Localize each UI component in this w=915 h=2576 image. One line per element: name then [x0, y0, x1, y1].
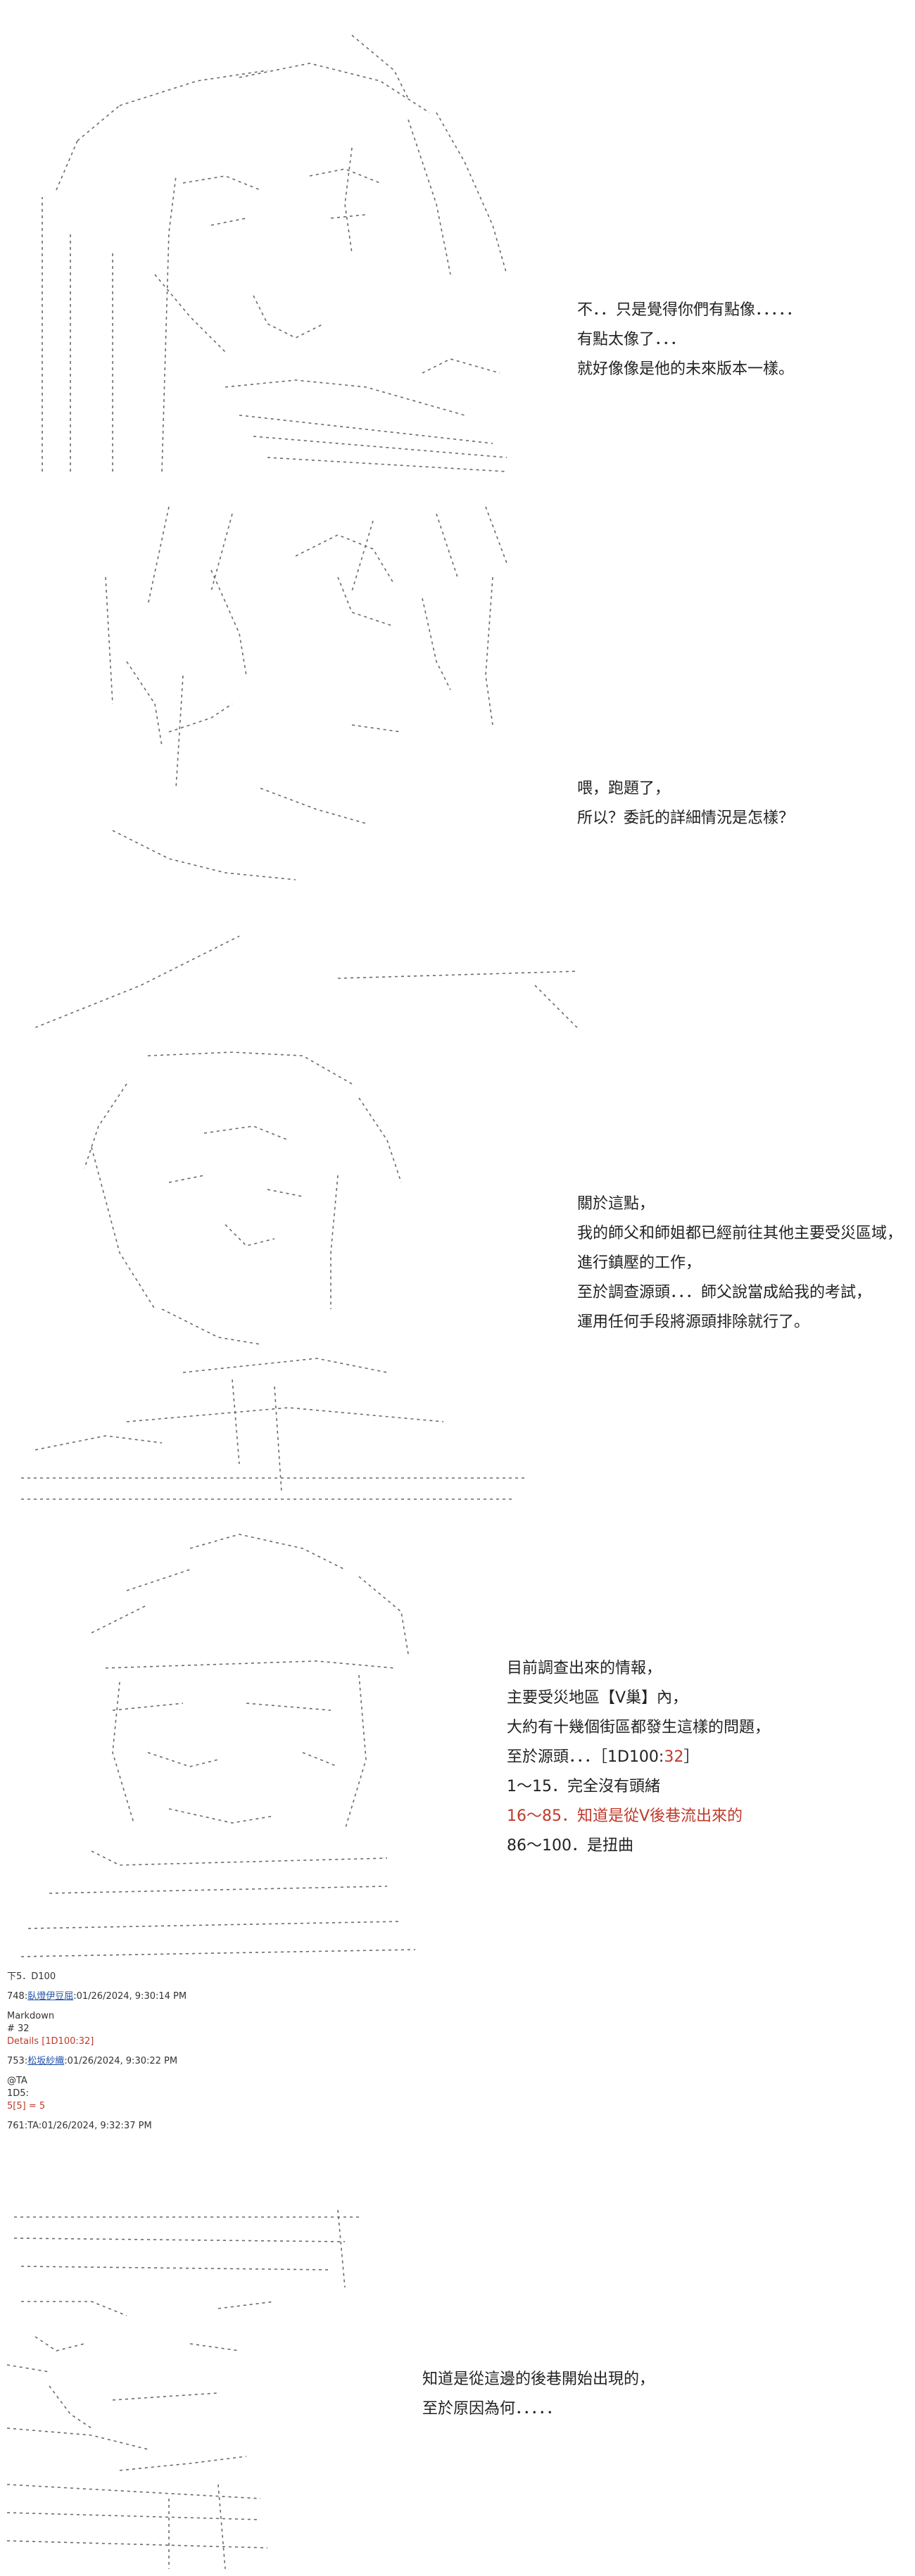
- post-header: 761:TA:01/26/2024, 9:32:37 PM: [7, 2121, 152, 2131]
- dialogue-line: 所以？委託的詳細情況是怎樣？: [577, 809, 795, 827]
- panel-1: 不．．只是覺得你們有點像．．．．． 有點太像了．．． 就好像像是他的未來版本一樣…: [0, 0, 915, 479]
- dialogue-line: 目前調查出來的情報，: [507, 1660, 662, 1677]
- dice-roll-value: 32: [664, 1748, 684, 1766]
- thread-posts: 下5．D100 748:臥燈伊豆屈:01/26/2024, 9:30:14 PM…: [7, 1971, 429, 2133]
- dice-option-3: 86～100．是扭曲: [507, 1837, 633, 1855]
- post-header: 748:臥燈伊豆屈:01/26/2024, 9:30:14 PM: [7, 1990, 429, 2003]
- dice-call-line: 下5．D100: [7, 1971, 56, 1982]
- dialogue-line: 至於調查源頭．．．師父說當成給我的考試，: [577, 1284, 872, 1301]
- panel-5: 知道是從這邊的後巷開始出現的， 至於原因為何．．．．．: [0, 2203, 915, 2576]
- dice-source-line: 至於源頭．．．［1D100:32］: [507, 1743, 770, 1772]
- dice-option-2-result: 16～85．知道是從V後巷流出來的: [507, 1807, 743, 1825]
- dialogue-box-3: 關於這點， 我的師父和師姐都已經前往其他主要受災區域， 進行鎮壓的工作， 至於調…: [577, 1189, 902, 1337]
- post-body-line: 1D5:: [7, 2088, 29, 2099]
- post-body-line: # 32: [7, 2023, 30, 2034]
- dialogue-line: 就好像像是他的未來版本一樣。: [577, 360, 795, 378]
- dialogue-line: 主要受災地區【V巢】內，: [507, 1689, 688, 1707]
- post-number: 748:: [7, 1991, 28, 2002]
- dialogue-line: 我的師父和師姐都已經前往其他主要受災區域，: [577, 1225, 903, 1242]
- ascii-art-character-3: [21, 1042, 528, 1520]
- panel-4: 目前調查出來的情報， 主要受災地區【V巢】內， 大約有十幾個街區都發生這樣的問題…: [0, 1527, 915, 1964]
- post-date: :01/26/2024, 9:30:14 PM: [73, 1991, 187, 2002]
- post-author-link[interactable]: 臥燈伊豆屈: [27, 1991, 74, 2002]
- dialogue-line: 喂，跑題了，: [577, 780, 671, 797]
- post-date: :01/26/2024, 9:30:22 PM: [64, 2056, 178, 2066]
- dialogue-line: 至於原因為何．．．．．: [422, 2400, 562, 2418]
- post-author-link[interactable]: 松坂紗織: [27, 2056, 65, 2066]
- dialogue-line: 運用任何手段將源頭排除就行了。: [577, 1313, 810, 1331]
- ascii-art-character-4: [7, 1527, 429, 1964]
- dialogue-line: 不．．只是覺得你們有點像．．．．．: [577, 301, 802, 319]
- ascii-art-character-1: [14, 21, 528, 479]
- dice-source-suffix: ］: [683, 1748, 700, 1766]
- dialogue-box-5: 知道是從這邊的後巷開始出現的， 至於原因為何．．．．．: [422, 2365, 655, 2424]
- panel-3: 關於這點， 我的師父和師姐都已經前往其他主要受災區域， 進行鎮壓的工作， 至於調…: [0, 1042, 915, 1520]
- dialogue-line: 知道是從這邊的後巷開始出現的，: [422, 2370, 655, 2388]
- post-header: 753:松坂紗織:01/26/2024, 9:30:22 PM: [7, 2055, 429, 2068]
- ascii-art-character-2: [0, 493, 605, 1028]
- dice-source-prefix: 至於源頭．．．［1D100:: [507, 1748, 664, 1766]
- dice-option-1: 1～15．完全沒有頭緒: [507, 1778, 660, 1795]
- dialogue-line: 進行鎮壓的工作，: [577, 1254, 702, 1272]
- dialogue-line: 有點太像了．．．: [577, 331, 686, 348]
- post-body-line: @TA: [7, 2076, 27, 2086]
- post-number: 753:: [7, 2056, 28, 2066]
- post-dice-details: Details [1D100:32]: [7, 2036, 94, 2047]
- ascii-art-character-5: [7, 2203, 373, 2569]
- panel-2: 喂，跑題了， 所以？委託的詳細情況是怎樣？: [0, 493, 915, 1028]
- dialogue-line: 關於這點，: [577, 1195, 655, 1213]
- dialogue-box-2: 喂，跑題了， 所以？委託的詳細情況是怎樣？: [577, 774, 794, 833]
- post-body-line: Markdown: [7, 2011, 55, 2021]
- post-dice-result: 5[5] = 5: [7, 2101, 46, 2111]
- dialogue-box-1: 不．．只是覺得你們有點像．．．．． 有點太像了．．． 就好像像是他的未來版本一樣…: [577, 296, 802, 384]
- dialogue-line: 大約有十幾個街區都發生這樣的問題，: [507, 1719, 771, 1736]
- dialogue-box-4: 目前調查出來的情報， 主要受災地區【V巢】內， 大約有十幾個街區都發生這樣的問題…: [507, 1654, 770, 1861]
